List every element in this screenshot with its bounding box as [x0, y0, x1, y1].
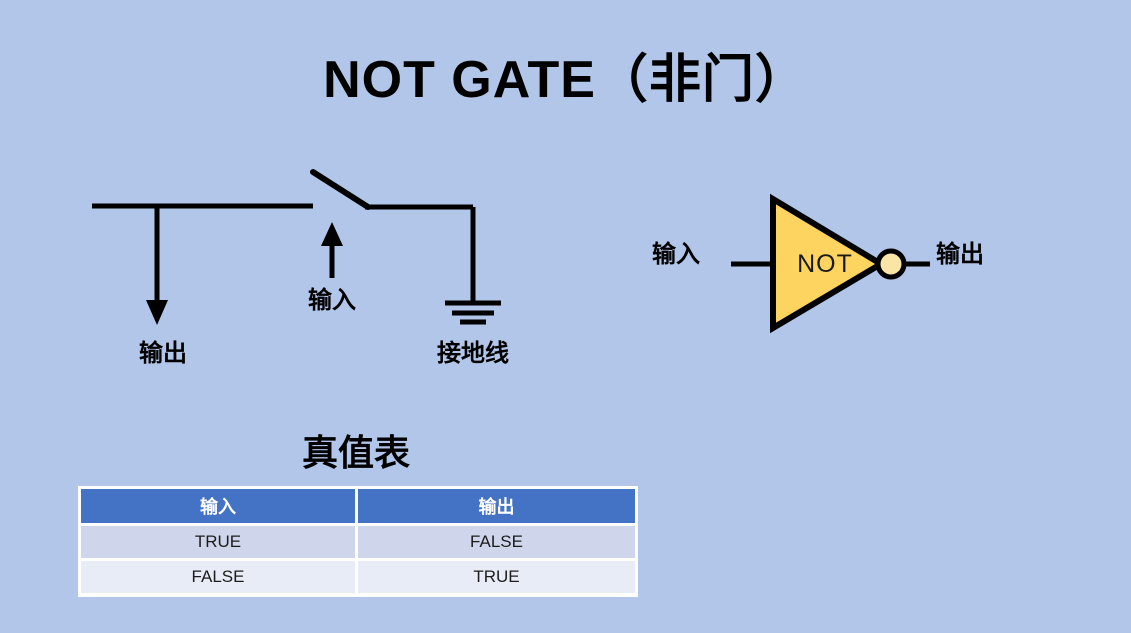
column-header-output: 输出 [358, 489, 635, 526]
inversion-bubble [875, 248, 907, 280]
circuit-ground-label: 接地线 [437, 340, 509, 367]
truth-table-heading: 真值表 [301, 432, 410, 473]
column-header-input: 输入 [81, 489, 358, 526]
output-arrowhead [146, 300, 168, 325]
cell-output-0: FALSE [358, 526, 635, 561]
gate-body-label: NOT [797, 250, 853, 278]
truth-table-container: 输入 输出 TRUE FALSE FALSE TRUE [78, 486, 638, 597]
circuit-output-label: 输出 [139, 340, 187, 367]
cell-output-1: TRUE [358, 561, 635, 593]
truth-table-head: 输入 输出 [81, 489, 635, 526]
circuit-input-label: 输入 [308, 287, 356, 314]
gate-input-label: 输入 [652, 241, 700, 268]
gate-output-label: 输出 [936, 241, 984, 268]
truth-table: 输入 输出 TRUE FALSE FALSE TRUE [81, 489, 635, 593]
page-title: NOT GATE（非门） [323, 51, 808, 109]
table-row: TRUE FALSE [81, 526, 635, 561]
truth-table-body: TRUE FALSE FALSE TRUE [81, 526, 635, 593]
cell-input-0: TRUE [81, 526, 358, 561]
table-row: FALSE TRUE [81, 561, 635, 593]
switch-blade-line [310, 169, 371, 210]
table-header-row: 输入 输出 [81, 489, 635, 526]
input-arrowhead [321, 222, 343, 246]
cell-input-1: FALSE [81, 561, 358, 593]
